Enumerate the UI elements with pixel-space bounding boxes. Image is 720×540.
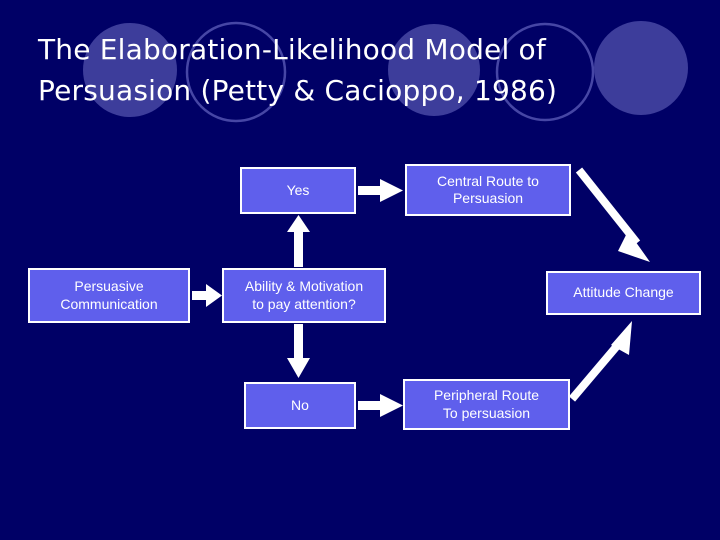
node-central-route[interactable]: Central Route to Persuasion (405, 164, 571, 216)
arrow-no-to-peripheral (358, 394, 403, 417)
arrow-comm-to-ability (192, 284, 222, 307)
node-attitude-change[interactable]: Attitude Change (546, 271, 701, 315)
arrow-central-to-attitude (575, 167, 650, 262)
node-ability-motivation[interactable]: Ability & Motivation to pay attention? (222, 268, 386, 323)
arrow-yes-to-central (358, 179, 403, 202)
node-yes[interactable]: Yes (240, 167, 356, 214)
node-peripheral-route[interactable]: Peripheral Route To persuasion (403, 379, 570, 430)
arrow-ability-to-no-up (287, 215, 310, 267)
arrow-ability-to-no-down (287, 324, 310, 378)
node-no[interactable]: No (244, 382, 356, 429)
page-title: The Elaboration-Likelihood Model of Pers… (38, 33, 558, 107)
node-persuasive-communication[interactable]: Persuasive Communication (28, 268, 190, 323)
arrow-peripheral-to-attitude (568, 321, 632, 402)
